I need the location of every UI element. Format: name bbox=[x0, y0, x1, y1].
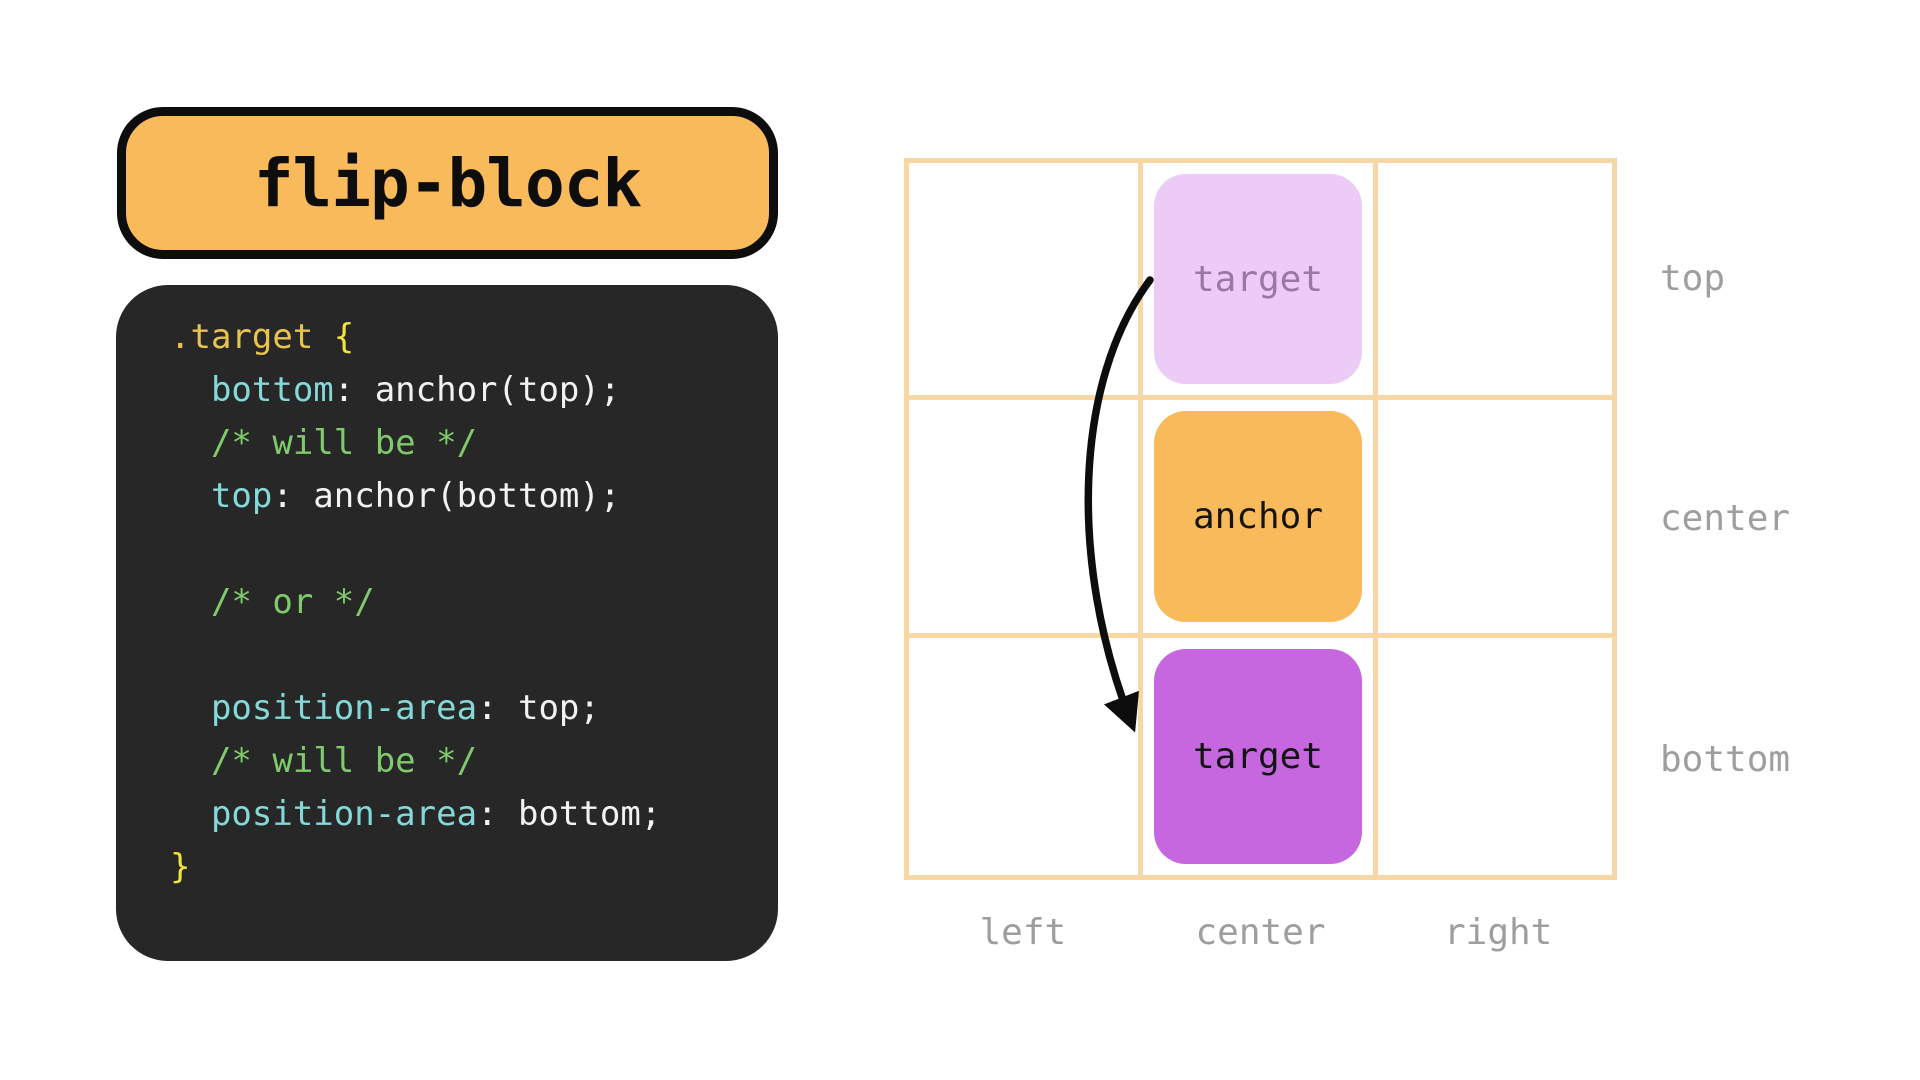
title-pill: flip-block bbox=[117, 107, 778, 259]
code-token-prop: bottom bbox=[170, 370, 334, 410]
code-token-prop: position-area bbox=[170, 688, 478, 728]
row-label-top: top bbox=[1660, 257, 1726, 299]
code-line: /* or */ bbox=[170, 576, 758, 629]
row-label-bottom: bottom bbox=[1660, 739, 1791, 781]
code-token-prop: position-area bbox=[170, 794, 478, 834]
anchor-box-label: anchor bbox=[1192, 495, 1324, 537]
grid-cell-top-center: target bbox=[1143, 163, 1378, 401]
code-panel: .target { bottom: anchor(top); /* will b… bbox=[116, 285, 778, 961]
grid-cell-center-left bbox=[909, 400, 1144, 638]
anchor-grid: target anchor target bbox=[904, 158, 1617, 880]
code-token-plain bbox=[313, 317, 333, 357]
code-token-plain: : bottom; bbox=[477, 794, 662, 834]
target-box-bottom: target bbox=[1154, 648, 1362, 864]
code-token-plain: : anchor(top); bbox=[333, 370, 621, 410]
code-line bbox=[170, 629, 758, 682]
page-title: flip-block bbox=[253, 144, 642, 222]
code-token-selector: .target bbox=[170, 317, 314, 357]
grid-cell-bottom-center: target bbox=[1143, 637, 1378, 875]
code-token-punct: } bbox=[170, 847, 191, 887]
grid-cell-bottom-left bbox=[909, 637, 1144, 875]
grid-cell-top-left bbox=[909, 163, 1144, 401]
target-box-top-label: target bbox=[1192, 258, 1324, 300]
code-token-plain: : top; bbox=[477, 688, 600, 728]
col-labels: left center right bbox=[904, 908, 1617, 956]
code-token-punct: { bbox=[333, 317, 355, 357]
row-label-center: center bbox=[1660, 498, 1791, 540]
col-label-center: center bbox=[1195, 911, 1326, 953]
code-line: /* will be */ bbox=[170, 735, 758, 788]
row-labels: top center bottom bbox=[1660, 158, 1890, 880]
anchor-box: anchor bbox=[1154, 411, 1362, 622]
grid-cell-bottom-right bbox=[1377, 637, 1612, 875]
grid-cell-top-right bbox=[1377, 163, 1612, 401]
code-line: } bbox=[170, 841, 758, 894]
code-line: /* will be */ bbox=[170, 417, 758, 470]
code-token-plain: : anchor(bottom); bbox=[272, 476, 621, 516]
code-token-prop: top bbox=[170, 476, 273, 516]
code-line: bottom: anchor(top); bbox=[170, 364, 758, 417]
code-line: position-area: top; bbox=[170, 682, 758, 735]
code-token-comment: /* will be */ bbox=[170, 423, 478, 463]
grid-cell-center-center: anchor bbox=[1143, 400, 1378, 638]
code-token-comment: /* or */ bbox=[170, 582, 375, 622]
code-line: position-area: bottom; bbox=[170, 788, 758, 841]
code-line: .target { bbox=[170, 311, 758, 364]
target-box-top: target bbox=[1154, 174, 1362, 385]
code-line: top: anchor(bottom); bbox=[170, 470, 758, 523]
target-box-bottom-label: target bbox=[1192, 735, 1324, 777]
col-label-right: right bbox=[1443, 911, 1553, 953]
code-line bbox=[170, 523, 758, 576]
code-token-comment: /* will be */ bbox=[170, 741, 478, 781]
grid-cell-center-right bbox=[1377, 400, 1612, 638]
col-label-left: left bbox=[979, 911, 1067, 953]
